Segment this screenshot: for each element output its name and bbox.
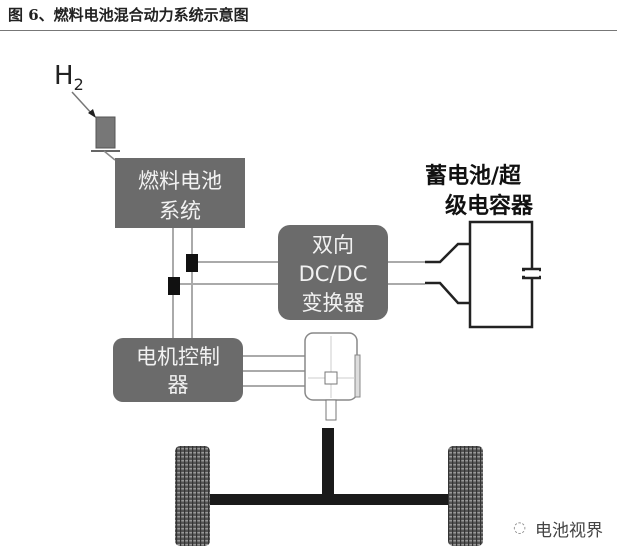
wechat-icon: ◌ (513, 518, 527, 536)
drive-shaft (322, 428, 334, 498)
switch-block-lower (168, 277, 180, 295)
svg-text:系统: 系统 (159, 199, 201, 223)
storage-label-line2: 级电容器 (445, 193, 534, 219)
storage-circuit (425, 220, 541, 329)
motor-controller-box: 电机控制 器 (113, 338, 243, 402)
motor-icon (304, 332, 361, 421)
svg-text:电机控制: 电机控制 (136, 345, 220, 369)
storage-label-line1: 蓄电池/超 (425, 164, 522, 189)
watermark: 电池视界 (535, 521, 603, 541)
axle (205, 494, 451, 505)
h2-arrow-icon (71, 91, 96, 118)
right-wheel (448, 446, 483, 546)
figure-title: 图 6、燃料电池混合动力系统示意图 (8, 6, 249, 24)
svg-text:DC/DC: DC/DC (299, 262, 368, 286)
svg-text:双向: 双向 (312, 233, 354, 257)
svg-text:器: 器 (168, 373, 189, 397)
svg-text:变换器: 变换器 (302, 291, 365, 315)
left-wheel (175, 446, 210, 546)
fuel-cell-system-box: 燃料电池 系统 (115, 158, 245, 228)
h2-label: H2 (54, 61, 84, 94)
title-divider (0, 30, 617, 31)
switch-block-upper (186, 254, 198, 272)
svg-text:燃料电池: 燃料电池 (138, 169, 222, 193)
hydrogen-tank (91, 116, 120, 161)
dcdc-converter-box: 双向 DC/DC 变换器 (278, 225, 388, 320)
